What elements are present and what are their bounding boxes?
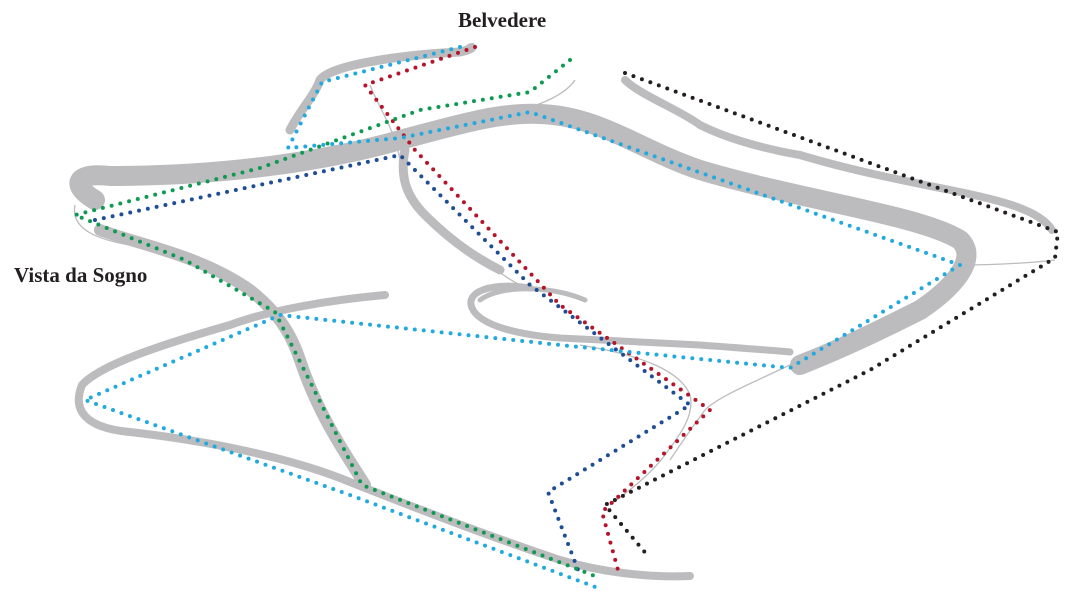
central-oval-top [477, 286, 588, 303]
north-road-ribbon [285, 43, 477, 135]
central-oval-ribbon [467, 282, 794, 356]
main-road-ribbon [69, 103, 977, 375]
trail-red [361, 45, 714, 572]
place-label-belvedere: Belvedere [458, 8, 547, 32]
southeast-road-thread [669, 359, 801, 461]
northeast-road-ribbon [621, 76, 1056, 234]
trail-green [68, 58, 602, 580]
trail-cyan-west [79, 45, 965, 590]
south-road-thread [579, 344, 692, 506]
east-road-thread [964, 259, 1056, 266]
trail-navy [93, 152, 694, 577]
trail-black [601, 71, 1061, 558]
place-label-vista-da-sogno: Vista da Sogno [14, 263, 148, 287]
west-road-ribbon [94, 224, 371, 491]
southwest-loop-ribbon [74, 291, 694, 581]
central-road-ribbon [398, 145, 505, 275]
northeast-road-thread [519, 79, 576, 111]
trails [68, 45, 1061, 590]
